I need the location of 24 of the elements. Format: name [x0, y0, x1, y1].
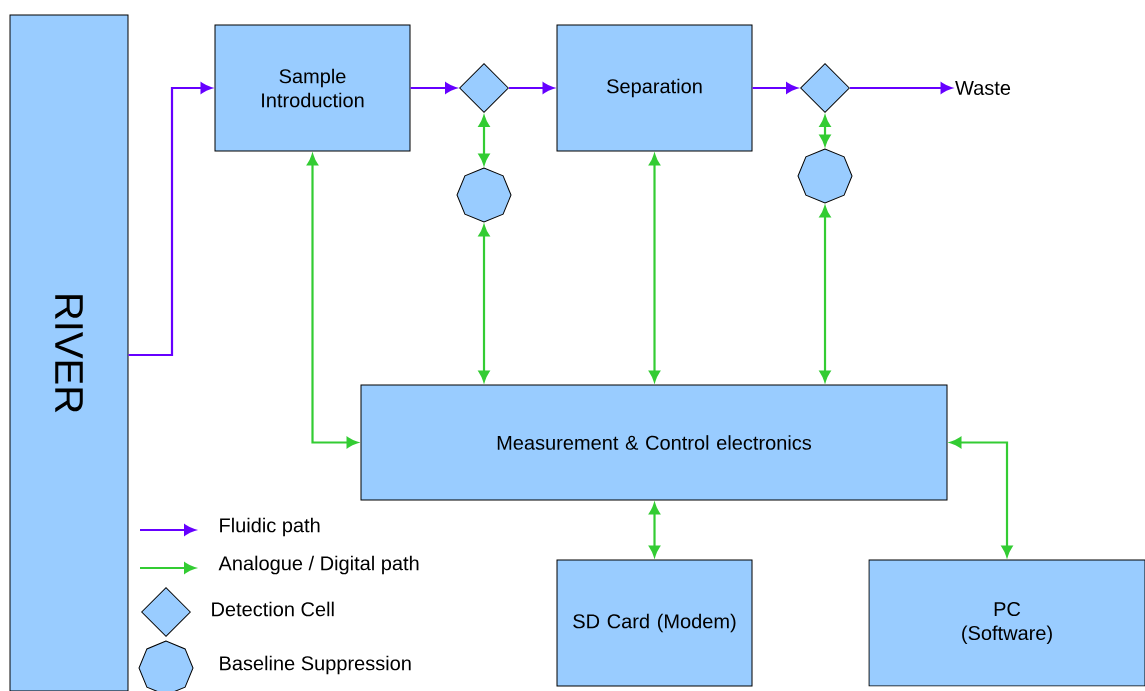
arrow — [819, 115, 831, 146]
legend-label: Baseline Suppression — [220, 655, 411, 675]
electronics-box: Measurement & Control electronics — [360, 384, 948, 501]
legend-label: Analogue / Digital path — [218, 555, 419, 575]
detection-diamond — [800, 63, 850, 113]
arrow — [509, 82, 554, 94]
suppression-octagon — [456, 167, 512, 223]
arrow — [478, 225, 490, 382]
output-label: Waste — [955, 81, 1011, 95]
legend-label: Detection Cell — [212, 601, 334, 617]
arrow — [478, 115, 490, 165]
arrow — [128, 82, 212, 357]
river-box: RIVER — [9, 14, 129, 691]
legend-label: Fluidic path — [220, 517, 320, 537]
detection-diamond — [459, 63, 509, 113]
process-box: Sample Introduction — [214, 24, 411, 152]
arrow — [850, 82, 952, 94]
suppression-octagon — [797, 148, 853, 204]
storage-box: SD Card (Modem) — [556, 559, 753, 687]
process-box: Separation — [556, 24, 753, 152]
computer-box: PC (Software) — [868, 559, 1145, 687]
arrow — [752, 82, 798, 94]
arrow — [819, 206, 831, 382]
arrow — [410, 82, 457, 94]
